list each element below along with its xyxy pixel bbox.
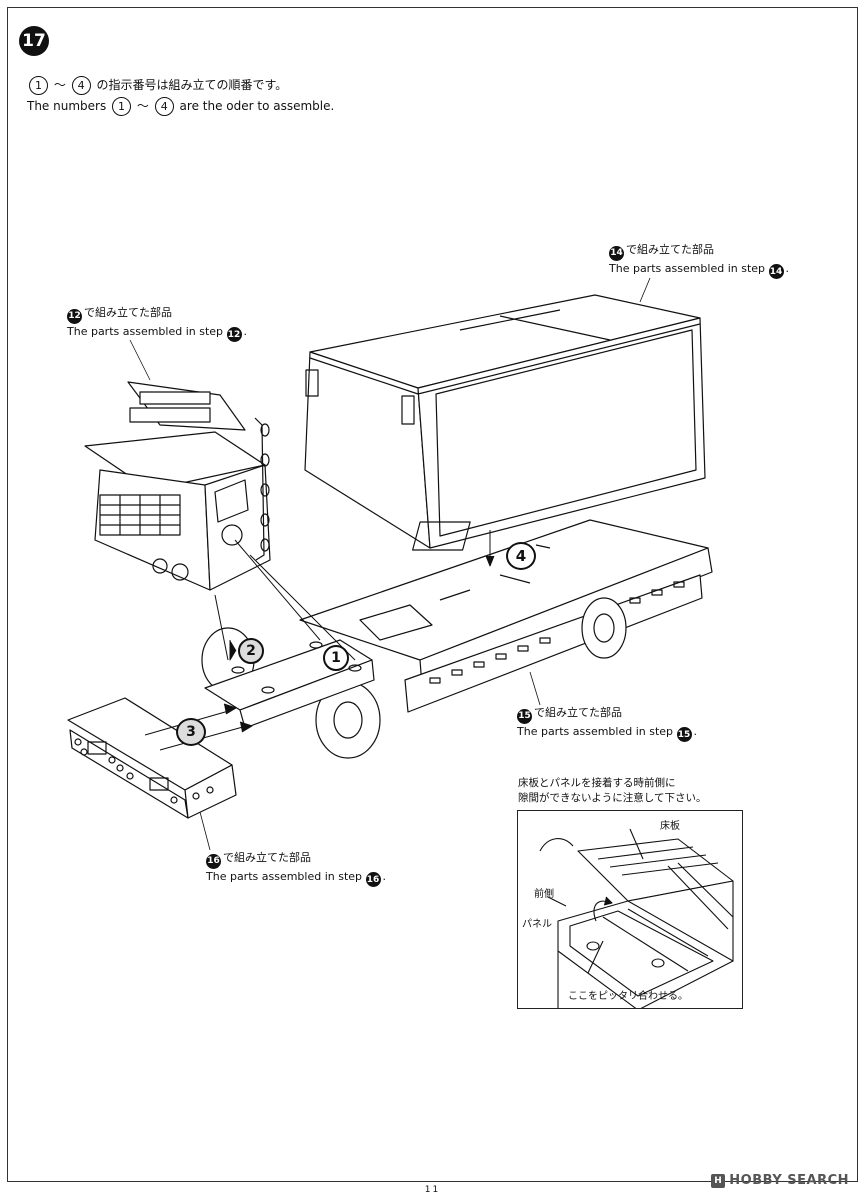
watermark-logo-icon: H — [711, 1173, 726, 1188]
watermark: H HOBBY SEARCH — [711, 1173, 849, 1188]
step-ref-badge: 16 — [365, 872, 381, 887]
step-ref-badge: 14 — [609, 245, 624, 261]
container-box — [304, 294, 706, 549]
chassis-slots — [429, 581, 685, 684]
truck-cab — [84, 381, 271, 591]
step-ref-badge: 12 — [226, 327, 242, 342]
assembly-guides — [144, 530, 495, 751]
detail-illustration — [539, 828, 734, 1008]
page-number: 11 — [424, 1185, 441, 1195]
callout-jp: で組み立てた部品 — [84, 306, 172, 319]
callout-en: The parts assembled in step — [517, 724, 674, 738]
order-from-mark: 1 — [112, 97, 132, 116]
callout-period: . — [243, 324, 248, 338]
page-frame — [7, 7, 858, 1182]
callout-en: The parts assembled in step — [609, 261, 766, 275]
intro-english: The numbers 1 〜 4 are the oder to assemb… — [27, 97, 334, 116]
order-from-mark: 1 — [29, 76, 48, 95]
intro-japanese: 1 〜 4 の指示番号は組み立ての順番です。 — [27, 76, 287, 95]
order-mark-4: 4 — [506, 542, 536, 570]
step-ref-badge: 12 — [67, 308, 82, 324]
front-side-label: 前側 — [534, 889, 554, 900]
note-line-2: 隙間ができないように注意して下さい。 — [518, 792, 707, 804]
panel-label: パネル — [522, 919, 552, 930]
callout-jp: で組み立てた部品 — [534, 706, 622, 719]
step-ref-badge: 15 — [517, 708, 532, 724]
order-mark-1: 1 — [323, 645, 349, 671]
order-to-mark: 4 — [154, 97, 174, 116]
callout-en: The parts assembled in step — [67, 324, 224, 338]
step-number-badge: 17 — [19, 26, 49, 56]
order-to-mark: 4 — [71, 76, 91, 95]
rear-bumper — [67, 697, 237, 819]
floor-label: 床板 — [660, 821, 680, 832]
fit-here-label: ここをピッタリ合わせる。 — [568, 991, 688, 1002]
callout-jp: で組み立てた部品 — [223, 851, 311, 864]
callout-period: . — [693, 724, 698, 738]
step-ref-badge: 15 — [676, 727, 692, 742]
step-ref-badge: 14 — [768, 264, 784, 279]
intro-jp-text: の指示番号は組み立ての順番です。 — [96, 78, 288, 92]
order-mark-3: 3 — [176, 718, 206, 746]
step-ref-badge: 16 — [206, 853, 221, 869]
callout-en: The parts assembled in step — [206, 869, 363, 883]
callout-period: . — [785, 261, 790, 275]
range-separator: 〜 — [136, 99, 149, 113]
intro-en-prefix: The numbers — [27, 99, 107, 113]
watermark-text: HOBBY SEARCH — [729, 1173, 849, 1188]
detail-inset: 床板 前側 パネル ここをピッタリ合わせる。 — [517, 810, 743, 1009]
range-separator: 〜 — [53, 78, 66, 92]
gluing-note: 床板とパネルを接着する時前側に 隙間ができないように注意して下さい。 — [518, 776, 706, 806]
callout-period: . — [382, 869, 387, 883]
note-line-1: 床板とパネルを接着する時前側に — [518, 777, 676, 789]
order-mark-2: 2 — [238, 638, 264, 664]
intro-en-suffix: are the oder to assemble. — [179, 99, 335, 113]
callout-jp: で組み立てた部品 — [626, 243, 714, 256]
callout-leaders — [129, 277, 651, 851]
